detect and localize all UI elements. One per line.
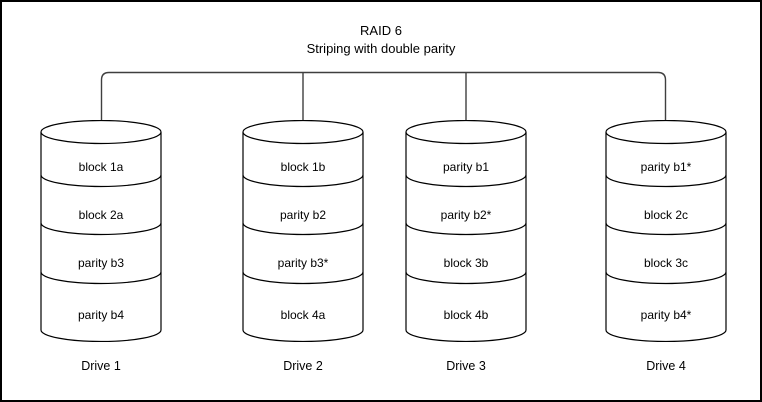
drive-2-label: Drive 2 (283, 359, 323, 373)
drive-1: block 1a block 2a parity b3 parity b4 Dr… (40, 120, 162, 390)
drive-1-label: Drive 1 (81, 359, 121, 373)
drive-1-cylinder-icon (40, 120, 162, 342)
drive-3-label: Drive 3 (446, 359, 486, 373)
drive-4-segment-2: block 2c (643, 208, 689, 222)
drive-1-segment-4: parity b4 (77, 308, 125, 322)
drive-2: block 1b parity b2 parity b3* block 4a D… (242, 120, 364, 390)
drive-2-segment-1: block 1b (280, 160, 326, 174)
drive-1-segment-1: block 1a (78, 160, 124, 174)
drive-1-segment-3: parity b3 (77, 256, 125, 270)
drive-1-segment-2: block 2a (78, 208, 124, 222)
connector-path (100, 71, 667, 121)
drive-3-segment-3: block 3b (443, 256, 489, 270)
drive-4-segment-1: parity b1* (640, 160, 692, 174)
drive-2-cylinder-icon (242, 120, 364, 342)
drive-4: parity b1* block 2c block 3c parity b4* … (605, 120, 727, 390)
drive-2-segment-3: parity b3* (277, 256, 329, 270)
drive-3-segment-1: parity b1 (442, 160, 490, 174)
diagram-title-line1: RAID 6 (360, 23, 402, 38)
drive-4-segment-4: parity b4* (640, 308, 692, 322)
drive-3-cylinder-icon (405, 120, 527, 342)
drive-3-segment-4: block 4b (443, 308, 489, 322)
drive-4-cylinder-icon (605, 120, 727, 342)
drive-4-segment-3: block 3c (643, 256, 689, 270)
drive-3: parity b1 parity b2* block 3b block 4b D… (405, 120, 527, 390)
drive-3-segment-2: parity b2* (440, 208, 492, 222)
diagram-title: RAID 6 Striping with double parity (2, 22, 760, 58)
drive-2-segment-4: block 4a (280, 308, 326, 322)
diagram-subtitle: Striping with double parity (306, 41, 456, 56)
drive-4-label: Drive 4 (646, 359, 686, 373)
drive-2-segment-2: parity b2 (279, 208, 327, 222)
